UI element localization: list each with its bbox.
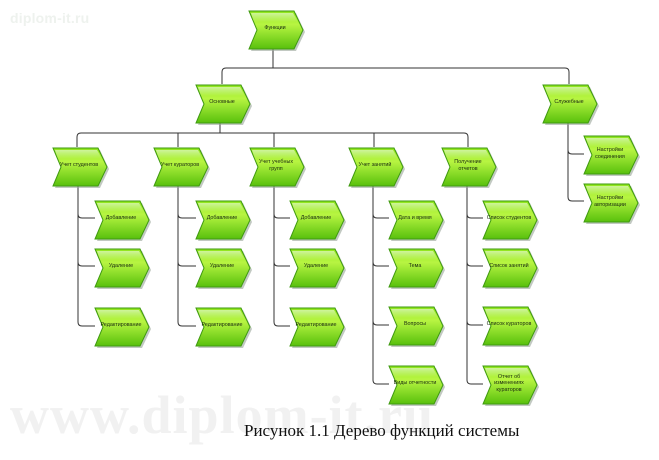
- node-auth-settings[interactable]: Настройки авторизации: [583, 183, 641, 224]
- node-label: Учет студентов: [59, 162, 99, 169]
- watermark-bottom: www.diplom-it.ru: [10, 385, 435, 445]
- node-reports-classes[interactable]: Список занятий: [482, 248, 540, 289]
- node-label: Отчет об изменениях кураторов: [494, 373, 524, 393]
- node-curators[interactable]: Учет кураторов: [153, 147, 211, 188]
- function-shape-icon: [94, 200, 151, 241]
- function-shape-icon: [153, 147, 210, 188]
- node-label: Получение отчетов: [454, 159, 482, 172]
- function-shape-icon: [388, 306, 445, 347]
- node-groups-edit[interactable]: Редактирование: [289, 307, 347, 348]
- function-shape-icon: [388, 248, 445, 289]
- node-label: Удаление: [209, 263, 235, 270]
- node-groups-delete[interactable]: Удаление: [289, 248, 347, 289]
- function-shape-icon: [583, 183, 640, 224]
- function-shape-icon: [482, 200, 539, 241]
- node-label: Удаление: [108, 263, 134, 270]
- node-classes[interactable]: Учет занятий: [348, 147, 406, 188]
- figure-caption: Рисунок 1.1 Дерево функций системы: [244, 421, 520, 440]
- function-shape-icon: [441, 147, 498, 188]
- node-label: Удаление: [303, 263, 329, 270]
- function-shape-icon: [482, 365, 539, 406]
- function-shape-icon: [388, 200, 445, 241]
- node-groups[interactable]: Учет учебных групп: [249, 147, 307, 188]
- node-label: Настройки авторизации: [594, 195, 626, 208]
- function-shape-icon: [583, 135, 640, 176]
- node-students[interactable]: Учет студентов: [52, 147, 110, 188]
- function-shape-icon: [195, 200, 252, 241]
- node-label: Список кураторов: [486, 321, 532, 328]
- node-label: Добавление: [206, 215, 238, 222]
- node-reports-students[interactable]: Список студентов: [482, 200, 540, 241]
- node-label: Функции: [264, 25, 286, 32]
- function-shape-icon: [52, 147, 109, 188]
- node-label: Вопросы: [403, 321, 427, 328]
- function-shape-icon: [348, 147, 405, 188]
- node-service-functions[interactable]: Служебные: [542, 84, 600, 125]
- function-shape-icon: [94, 248, 151, 289]
- function-shape-icon: [195, 307, 252, 348]
- node-curators-delete[interactable]: Удаление: [195, 248, 253, 289]
- node-classes-report-types[interactable]: Виды отчетности: [388, 365, 446, 406]
- function-shape-icon: [195, 84, 252, 125]
- node-groups-add[interactable]: Добавление: [289, 200, 347, 241]
- node-classes-questions[interactable]: Вопросы: [388, 306, 446, 347]
- node-label: Тема: [408, 263, 422, 270]
- node-label: Учет кураторов: [160, 162, 200, 169]
- node-label: Редактирование: [201, 322, 243, 329]
- node-label: Учет учебных групп: [258, 159, 294, 172]
- node-label: Основные: [209, 99, 235, 106]
- function-shape-icon: [289, 200, 346, 241]
- function-shape-icon: [388, 365, 445, 406]
- node-curators-add[interactable]: Добавление: [195, 200, 253, 241]
- node-connection-settings[interactable]: Настройки соединения: [583, 135, 641, 176]
- node-reports[interactable]: Получение отчетов: [441, 147, 499, 188]
- function-shape-icon: [289, 307, 346, 348]
- node-reports-curator-changes[interactable]: Отчет об изменениях кураторов: [482, 365, 540, 406]
- node-students-delete[interactable]: Удаление: [94, 248, 152, 289]
- node-students-edit[interactable]: Редактирование: [94, 307, 152, 348]
- node-curators-edit[interactable]: Редактирование: [195, 307, 253, 348]
- node-classes-topic[interactable]: Тема: [388, 248, 446, 289]
- node-classes-datetime[interactable]: Дата и время: [388, 200, 446, 241]
- node-label: Список студентов: [486, 215, 532, 222]
- watermark-top: diplom-it.ru: [10, 10, 90, 26]
- node-students-add[interactable]: Добавление: [94, 200, 152, 241]
- node-label: Список занятий: [489, 263, 529, 270]
- node-label: Редактирование: [295, 322, 337, 329]
- node-label: Добавление: [105, 215, 137, 222]
- function-shape-icon: [94, 307, 151, 348]
- function-shape-icon: [482, 306, 539, 347]
- node-root-functions[interactable]: Функции: [248, 10, 306, 51]
- function-shape-icon: [289, 248, 346, 289]
- node-label: Настройки соединения: [595, 147, 625, 160]
- node-label: Добавление: [300, 215, 332, 222]
- function-shape-icon: [249, 147, 306, 188]
- node-reports-curators[interactable]: Список кураторов: [482, 306, 540, 347]
- function-shape-icon: [482, 248, 539, 289]
- node-label: Учет занятий: [358, 162, 392, 169]
- node-main-functions[interactable]: Основные: [195, 84, 253, 125]
- node-label: Виды отчетности: [393, 380, 437, 387]
- node-label: Редактирование: [100, 322, 142, 329]
- node-label: Дата и время: [398, 215, 432, 222]
- function-shape-icon: [195, 248, 252, 289]
- function-shape-icon: [542, 84, 599, 125]
- function-shape-icon: [248, 10, 305, 51]
- node-label: Служебные: [554, 99, 584, 106]
